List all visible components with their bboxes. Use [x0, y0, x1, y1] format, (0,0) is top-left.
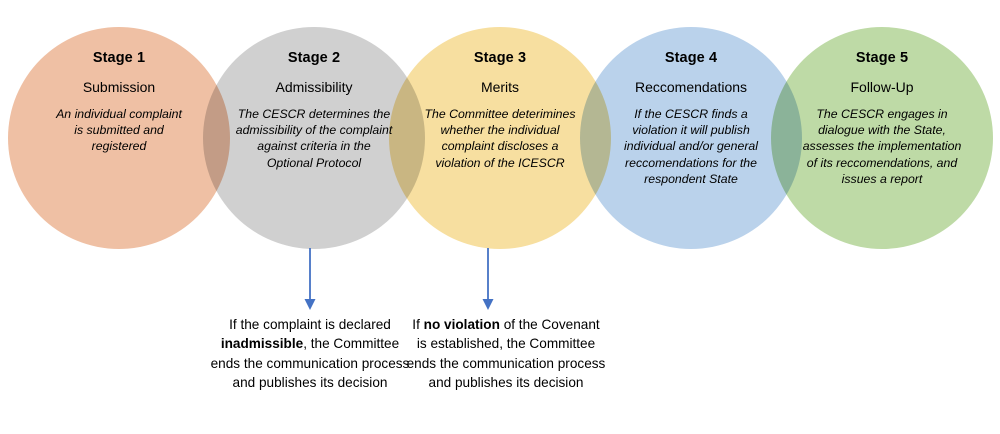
- arrow-head: [304, 299, 316, 310]
- stage-subtitle-5: Follow-Up: [850, 79, 914, 95]
- stage-title-2: Stage 2: [287, 50, 341, 66]
- outcome-note-1: If the complaint is declared inadmissibl…: [210, 315, 410, 392]
- arrow-stage2-to-note1: [304, 248, 316, 310]
- stage-label-4: Stage 4 Reccomendations If the CESCR finds…: [616, 50, 766, 187]
- stage-title-3: Stage 3: [473, 50, 527, 66]
- stage-subtitle-3: Merits: [480, 79, 520, 95]
- stage-subtitle-1: Submission: [82, 79, 156, 95]
- stage-subtitle-2: Admissibility: [275, 79, 353, 95]
- stage-circle-5: [771, 27, 993, 249]
- stage-title-5: Stage 5: [855, 50, 909, 66]
- note-emphasis: no violation: [423, 317, 500, 332]
- stage-title-1: Stage 1: [92, 50, 146, 66]
- arrow-stage3-to-note2: [482, 248, 494, 310]
- stage-circle-4: [580, 27, 802, 249]
- stage-description-4: If the CESCR finds a violation it will p…: [624, 107, 758, 186]
- stage-circles-layer: [8, 27, 993, 249]
- note-text: If the complaint is declared: [229, 317, 391, 332]
- stage-labels-layer: Stage 1 Submission An individual complaint…: [54, 50, 962, 187]
- stage-title-4: Stage 4: [664, 50, 718, 66]
- note-text: of the Covenant is established, the Comm…: [406, 317, 606, 390]
- stage-circle-2: [203, 27, 425, 249]
- note-text: , the Committee ends the communication p…: [210, 336, 410, 390]
- stage-description-5: The CESCR engages in dialogue with the S…: [802, 107, 962, 186]
- stage-description-1: An individual complaint is submitted and…: [56, 107, 182, 154]
- stage-label-1: Stage 1 Submission An individual complaint…: [54, 50, 184, 155]
- arrow-head: [482, 299, 494, 310]
- stage-description-3: The Committee deterimines whether the in…: [424, 107, 576, 170]
- note-text: If: [412, 317, 424, 332]
- stage-circle-3: [389, 27, 611, 249]
- stage-description-2: The CESCR determines the admissibility o…: [235, 107, 393, 170]
- note-emphasis: inadmissible: [220, 336, 304, 352]
- stage-subtitle-4: Reccomendations: [634, 79, 748, 95]
- stage-circle-1: [8, 27, 230, 249]
- outcome-note-2: If no violation of the Covenant is estab…: [406, 315, 606, 392]
